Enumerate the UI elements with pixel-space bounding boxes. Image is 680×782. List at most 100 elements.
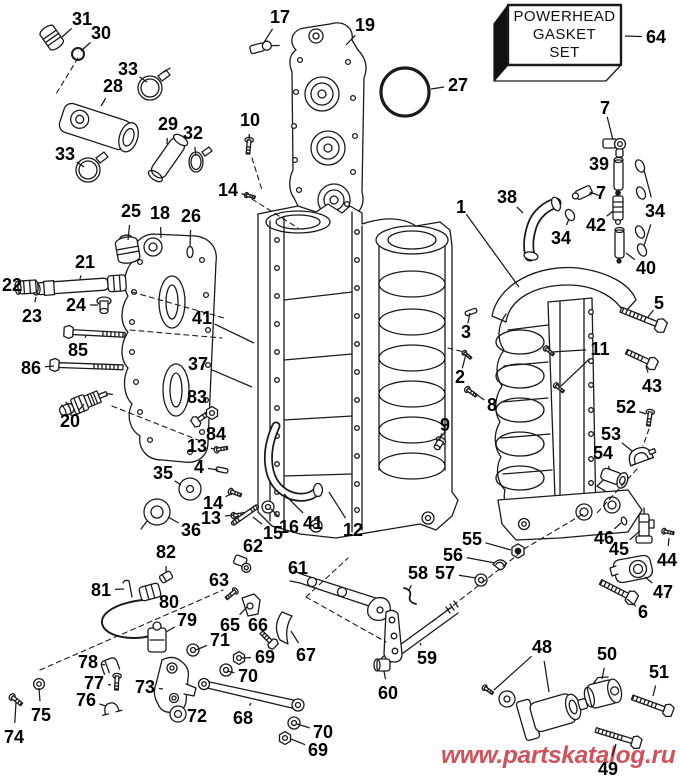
callout-15: 15: [262, 523, 284, 543]
cylinder-head-drawing: [290, 23, 366, 224]
callout-47: 47: [652, 582, 674, 602]
cylinder-block-drawing: [258, 204, 458, 538]
callout-69: 69: [307, 740, 329, 760]
callout-24: 24: [65, 295, 87, 315]
callout-60: 60: [377, 683, 399, 703]
callout-80: 80: [158, 592, 180, 612]
callout-43: 43: [641, 376, 663, 396]
sensor-17: [249, 38, 279, 54]
callout-72: 72: [186, 706, 208, 726]
callout-44: 44: [656, 550, 678, 570]
callout-75: 75: [30, 705, 52, 725]
exhaust-cover-drawing: [122, 234, 216, 462]
callout-41: 41: [302, 513, 324, 533]
callout-84: 84: [205, 424, 227, 444]
callout-32: 32: [182, 123, 204, 143]
electrical-cluster: [7, 571, 200, 722]
gasket-box-line: SET: [549, 44, 580, 61]
callout-77: 77: [83, 673, 105, 693]
callout-27: 27: [447, 75, 469, 95]
fitting-column: [523, 139, 648, 264]
callout-42: 42: [585, 215, 607, 235]
callout-63: 63: [208, 570, 230, 590]
callout-52: 52: [615, 397, 637, 417]
callout-48: 48: [531, 637, 553, 657]
right-parts: [432, 303, 669, 497]
callout-6: 6: [637, 602, 649, 622]
callout-55: 55: [461, 529, 483, 549]
callout-7: 7: [595, 183, 607, 203]
callout-31: 31: [71, 9, 93, 29]
callout-53: 53: [600, 424, 622, 444]
callout-11: 11: [590, 339, 610, 359]
callout-1: 1: [455, 197, 467, 217]
callout-70: 70: [312, 722, 334, 742]
callout-13: 13: [200, 508, 222, 528]
callout-56: 56: [442, 545, 464, 565]
callout-18: 18: [149, 203, 171, 223]
gasket-box-line: GASKET: [532, 26, 597, 43]
callout-4: 4: [193, 457, 205, 477]
callout-3: 3: [460, 322, 472, 342]
callout-40: 40: [635, 258, 657, 278]
callout-78: 78: [77, 652, 99, 672]
callout-62: 62: [242, 536, 264, 556]
callout-26: 26: [180, 206, 202, 226]
callout-83: 83: [186, 387, 208, 407]
callout-59: 59: [416, 648, 438, 668]
callout-30: 30: [90, 23, 112, 43]
callout-76: 76: [75, 690, 97, 710]
callout-70: 70: [237, 666, 259, 686]
callout-54: 54: [592, 443, 614, 463]
callout-69: 69: [254, 647, 276, 667]
callout-71: 71: [209, 630, 231, 650]
callout-10: 10: [239, 110, 261, 130]
callout-49: 49: [597, 759, 619, 779]
powerhead-gasket-set-label: POWERHEAD GASKET SET: [508, 5, 621, 65]
callout-82: 82: [155, 542, 177, 562]
callout-33: 33: [117, 59, 139, 79]
callout-74: 74: [3, 727, 25, 747]
callout-39: 39: [588, 154, 610, 174]
callout-33: 33: [54, 144, 76, 164]
callout-85: 85: [67, 340, 89, 360]
callout-22: 22: [1, 275, 23, 295]
gasket-box-line: POWERHEAD: [513, 8, 616, 25]
callout-37: 37: [187, 354, 209, 374]
callout-86: 86: [20, 358, 42, 378]
callout-21: 21: [74, 252, 96, 272]
callout-2: 2: [454, 367, 466, 387]
callout-35: 35: [152, 463, 174, 483]
callout-65: 65: [219, 615, 241, 635]
callout-61: 61: [287, 558, 309, 578]
callout-68: 68: [232, 708, 254, 728]
callout-66: 66: [247, 615, 269, 635]
assembly-axes: [40, 58, 649, 670]
callout-81: 81: [90, 580, 112, 600]
mount-cluster: [480, 508, 675, 750]
callout-51: 51: [648, 662, 670, 682]
callout-57: 57: [434, 563, 456, 583]
callout-36: 36: [180, 520, 202, 540]
callout-8: 8: [486, 395, 498, 415]
callout-9: 9: [439, 415, 451, 435]
watermark-text: www.partskatalog.ru: [441, 742, 676, 769]
callout-34: 34: [550, 228, 572, 248]
callout-23: 23: [21, 306, 43, 326]
callout-45: 45: [608, 539, 630, 559]
callout-12: 12: [342, 520, 364, 540]
callout-67: 67: [295, 645, 317, 665]
callout-34: 34: [644, 201, 666, 221]
o-ring-27: [381, 68, 429, 116]
callout-29: 29: [157, 114, 179, 134]
callout-25: 25: [120, 201, 142, 221]
callout-5: 5: [653, 293, 665, 313]
callout-73: 73: [134, 677, 156, 697]
callout-46: 46: [593, 528, 615, 548]
callout-58: 58: [407, 563, 429, 583]
gasket-set-box-art: [494, 5, 621, 81]
callout-17: 17: [269, 7, 291, 27]
callout-13: 13: [186, 436, 208, 456]
